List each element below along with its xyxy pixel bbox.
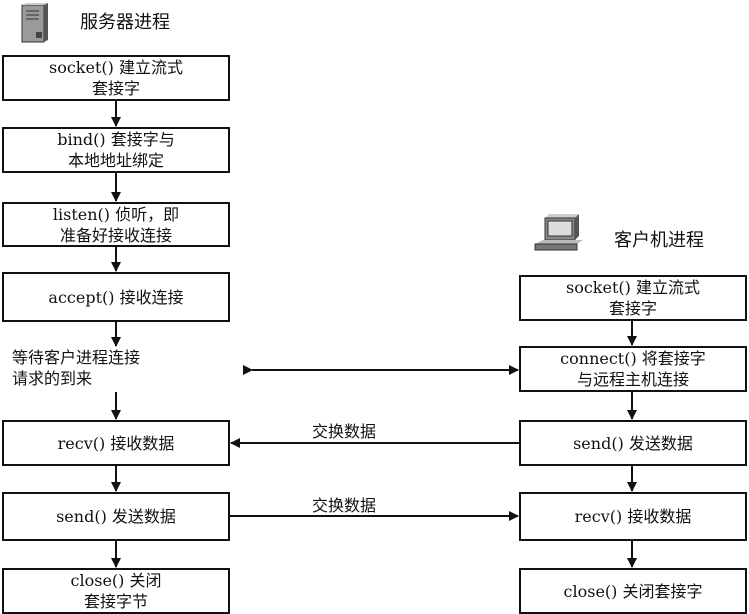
server-title: 服务器进程 — [80, 12, 170, 33]
step-text: close() 关闭 — [70, 571, 162, 590]
step-text: 套接字 — [91, 79, 140, 98]
step-text: 等待客户进程连接 — [12, 348, 141, 367]
server-send-box: send() 发送数据 — [2, 492, 230, 541]
step-text: recv() 接收数据 — [574, 507, 692, 526]
server-bind-box: bind() 套接字与 本地地址绑定 — [2, 127, 230, 173]
server-accept-box: accept() 接收连接 — [2, 272, 230, 322]
step-text: 套接字节 — [83, 592, 148, 611]
server-close-box: close() 关闭 套接字节 — [2, 568, 230, 614]
step-text: socket() 建立流式 — [49, 58, 183, 77]
step-text: 准备好接收连接 — [59, 225, 172, 245]
step-text: recv() 接收数据 — [57, 433, 175, 453]
step-text: send() 发送数据 — [573, 433, 693, 453]
step-text: listen() 侦听，即 — [52, 204, 180, 224]
step-text: 本地地址绑定 — [67, 151, 164, 170]
step-text: 套接字 — [608, 299, 657, 318]
server-wait-label: 等待客户进程连接 请求的到来 — [12, 347, 140, 389]
step-text: socket() 建立流式 — [566, 278, 700, 297]
client-socket-box: socket() 建立流式 套接字 — [519, 275, 747, 321]
step-text: connect() 将套接字 — [560, 349, 706, 368]
step-text: close() 关闭套接字 — [563, 581, 703, 601]
step-text: 与远程主机连接 — [576, 370, 689, 389]
server-tower-icon — [21, 3, 48, 43]
server-listen-box: listen() 侦听，即 准备好接收连接 — [2, 202, 230, 247]
server-recv-box: recv() 接收数据 — [2, 420, 230, 466]
step-text: 请求的到来 — [12, 369, 93, 388]
client-close-box: close() 关闭套接字 — [519, 568, 747, 614]
desktop-computer-icon — [534, 214, 583, 251]
step-text: bind() 套接字与 — [57, 130, 175, 149]
step-text: accept() 接收连接 — [48, 287, 184, 307]
client-title: 客户机进程 — [614, 230, 704, 251]
step-text: send() 发送数据 — [56, 507, 176, 526]
server-socket-box: socket() 建立流式 套接字 — [2, 55, 230, 101]
client-connect-box: connect() 将套接字 与远程主机连接 — [519, 346, 747, 392]
client-recv-box: recv() 接收数据 — [519, 492, 747, 541]
client-send-box: send() 发送数据 — [519, 420, 747, 466]
exchange-label-2: 交换数据 — [312, 496, 377, 515]
exchange-label-1: 交换数据 — [312, 422, 377, 441]
